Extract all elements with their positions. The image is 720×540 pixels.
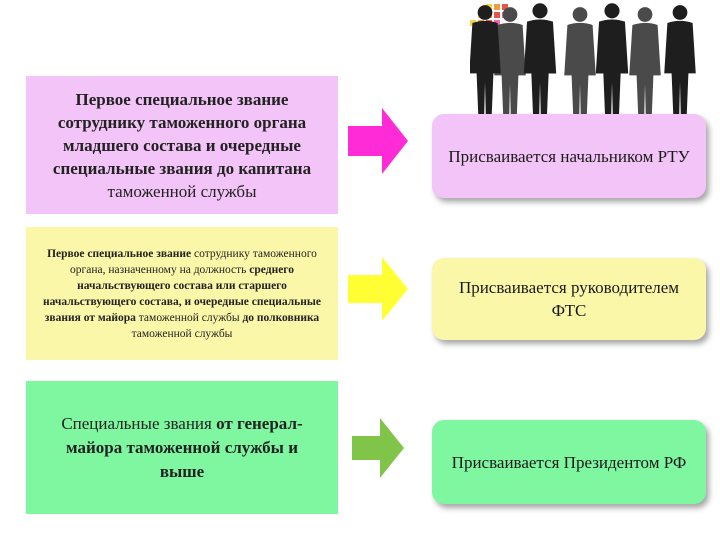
- rank-description-text: Первое специальное звание сотруднику там…: [52, 89, 312, 201]
- assigning-authority-fts: Присваивается руководителем ФТС: [432, 258, 706, 340]
- rank-description-text: Специальные звания от генерал-майора там…: [61, 413, 303, 481]
- authority-text: Присваивается Президентом РФ: [451, 452, 687, 472]
- right-arrow-icon: [348, 108, 408, 174]
- authority-text: Присваивается руководителем ФТС: [458, 278, 680, 320]
- rank-description-junior: Первое специальное звание сотруднику там…: [26, 76, 338, 214]
- rank-description-text: Первое специальное звание сотруднику там…: [43, 247, 321, 340]
- business-people-silhouettes-icon: [470, 3, 696, 128]
- right-arrow-icon: [348, 257, 408, 321]
- rank-description-middle-senior: Первое специальное звание сотруднику там…: [26, 227, 338, 360]
- authority-text: Присваивается начальником РТУ: [448, 146, 690, 166]
- assigning-authority-rtu: Присваивается начальником РТУ: [432, 114, 706, 198]
- right-arrow-icon: [352, 418, 404, 478]
- rank-description-general: Специальные звания от генерал-майора там…: [26, 381, 338, 514]
- assigning-authority-president: Присваивается Президентом РФ: [432, 420, 706, 504]
